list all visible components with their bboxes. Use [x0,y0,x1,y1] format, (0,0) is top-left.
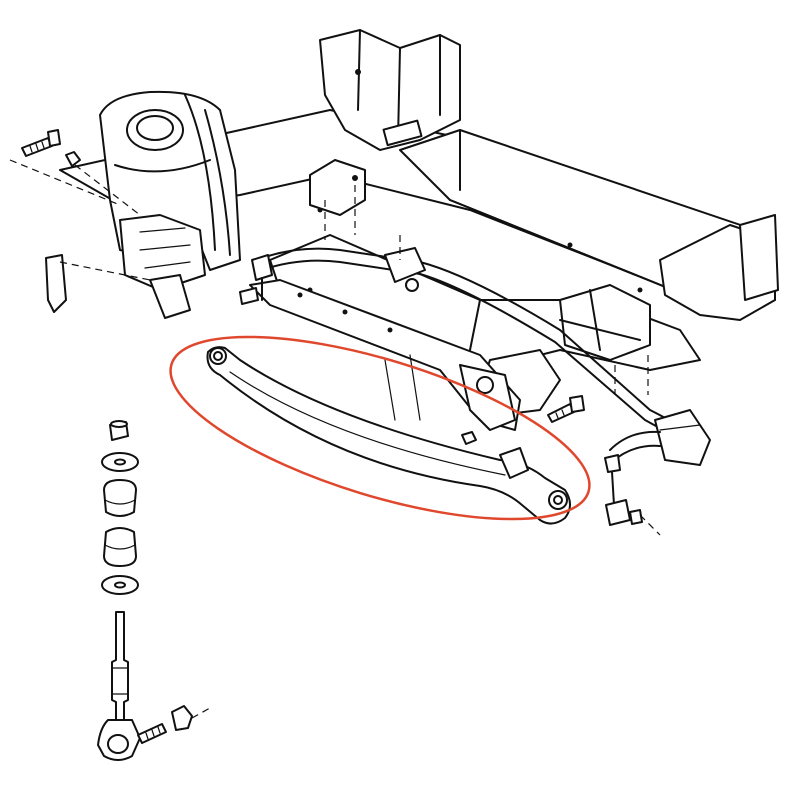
track-bar [206,346,571,525]
assembly-lines [9,159,661,536]
stabilizer-bar [261,247,711,466]
highlight-ellipse [169,335,591,521]
shock-tower [99,90,241,319]
frame-fasteners [21,129,643,526]
chassis-frame [59,29,779,416]
end-link-assembly [97,420,211,761]
